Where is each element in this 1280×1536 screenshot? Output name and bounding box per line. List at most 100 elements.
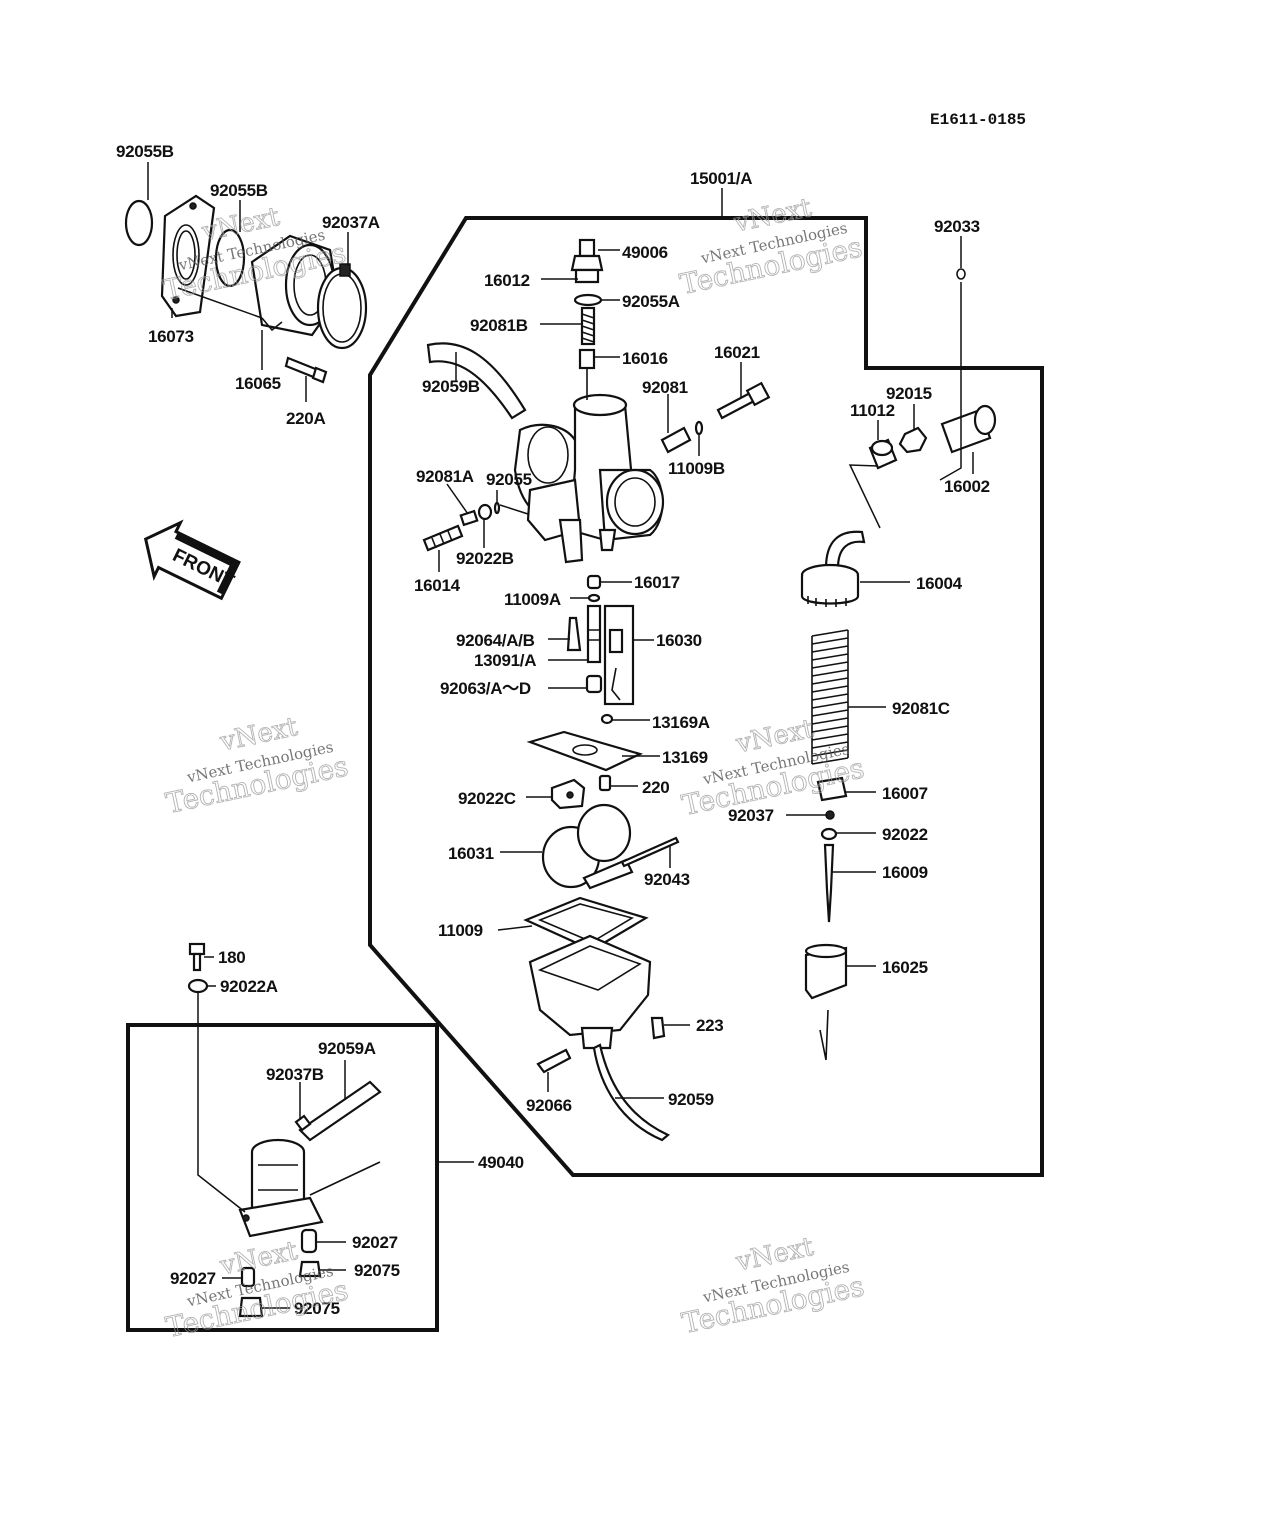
cap-92075-second-icon [238, 1296, 264, 1318]
cap-49006-icon [570, 238, 604, 284]
oring-92055a-icon [573, 293, 603, 307]
label-92064: 92064/A/B [456, 631, 535, 650]
label-16014: 16014 [414, 576, 461, 595]
stopper-16002-icon [940, 404, 997, 454]
spring-92081a-icon [459, 509, 479, 527]
label-15001a: 15001/A [690, 169, 752, 188]
label-92055: 92055 [486, 470, 532, 489]
main-jet-92063-icon [585, 674, 603, 694]
watermark-middle-left: vNext vNext Technologies Technologies [162, 711, 351, 820]
fuel-pump-assembly-frame [126, 1023, 439, 1332]
label-16073: 16073 [148, 327, 194, 346]
jet-needle-16009-icon [823, 843, 835, 923]
screw-223-icon [650, 1016, 666, 1040]
label-92037b: 92037B [266, 1065, 324, 1084]
washer-92022a-icon [187, 978, 209, 994]
label-92033: 92033 [934, 217, 980, 236]
label-92027-second: 92027 [170, 1269, 216, 1288]
label-92075: 92075 [354, 1261, 400, 1280]
float-16031-icon [541, 803, 634, 890]
label-92022b: 92022B [456, 549, 514, 568]
label-92027: 92027 [352, 1233, 398, 1252]
throttle-stop-screw-16021-icon [716, 381, 771, 420]
bolt-180-icon [188, 942, 206, 972]
label-11009: 11009 [438, 921, 483, 940]
cap-16004-icon [800, 530, 866, 607]
cap-92075-icon [298, 1260, 322, 1278]
fitting-92027-icon [300, 1228, 318, 1254]
label-11009b: 11009B [668, 459, 725, 478]
label-11009a: 11009A [504, 590, 561, 609]
oring-92055b-second-icon [214, 228, 246, 288]
label-16021: 16021 [714, 343, 760, 362]
drain-tube-92059-icon [592, 1043, 671, 1142]
label-13169: 13169 [662, 748, 708, 767]
pilot-screw-16014-icon [422, 524, 464, 552]
label-13169a: 13169A [652, 713, 710, 732]
label-16031: 16031 [448, 844, 494, 863]
screw-220-icon [598, 774, 612, 792]
hose-92059a-icon [298, 1080, 382, 1142]
label-49006: 49006 [622, 243, 668, 262]
clip-92033-icon [956, 268, 966, 280]
label-16017: 16017 [634, 573, 680, 592]
watermark-top-right: vNext vNext Technologies Technologies [676, 192, 865, 301]
label-16002: 16002 [944, 477, 990, 496]
plug-16017-icon [586, 574, 602, 590]
oring-11009b-icon [694, 420, 704, 436]
label-92055b-second: 92055B [210, 181, 268, 200]
label-220a: 220A [286, 409, 325, 428]
screw-220a-icon [284, 356, 328, 384]
clip-92037-icon [825, 810, 835, 820]
label-180: 180 [218, 948, 245, 967]
label-16030: 16030 [656, 631, 702, 650]
pilot-jet-92064-icon [566, 616, 582, 652]
label-16016: 16016 [622, 349, 668, 368]
label-92081: 92081 [642, 378, 688, 397]
drain-screw-92066-icon [536, 1048, 572, 1074]
spring-92081b-icon [580, 306, 596, 346]
label-92059a: 92059A [318, 1039, 376, 1058]
label-16009: 16009 [882, 863, 928, 882]
label-92075-second: 92075 [294, 1299, 340, 1318]
clamp-92037a-icon [316, 263, 368, 350]
oring-11009a-icon [587, 593, 601, 603]
needle-jet-13091-icon [586, 604, 602, 664]
plunger-16016-icon [578, 348, 596, 400]
clip-13169a-icon [600, 713, 614, 725]
collar-11012-icon [868, 438, 898, 470]
carburetor-assembly-frame [368, 216, 1044, 1177]
label-92066: 92066 [526, 1096, 572, 1115]
label-92081c: 92081C [892, 699, 950, 718]
label-16004: 16004 [916, 574, 963, 593]
label-49040: 49040 [478, 1153, 524, 1172]
float-valve-kit-16030-frame [603, 604, 635, 706]
label-92081b: 92081B [470, 316, 528, 335]
fuel-pump-icon [238, 1138, 324, 1238]
label-16007: 16007 [882, 784, 928, 803]
throttle-valve-16025-icon [804, 943, 848, 1000]
holder-16007-icon [816, 776, 848, 802]
label-92022: 92022 [882, 825, 928, 844]
bracket-92022c-icon [550, 778, 586, 810]
float-bowl-icon [528, 934, 652, 1050]
label-223: 223 [696, 1016, 723, 1035]
label-16065: 16065 [235, 374, 281, 393]
label-16025: 16025 [882, 958, 928, 977]
gasket-11009-icon [523, 896, 649, 952]
label-13091: 13091/A [474, 651, 536, 670]
label-92055a: 92055A [622, 292, 680, 311]
plate-13169-icon [526, 730, 644, 772]
label-92059b: 92059B [422, 377, 480, 396]
pin-92043-icon [620, 836, 680, 868]
leader-lines [147, 162, 974, 1309]
front-arrow-icon: FRONT [143, 519, 241, 601]
label-11012: 11012 [850, 401, 895, 420]
label-220: 220 [642, 778, 669, 797]
washer-92022-icon [820, 827, 838, 841]
carburetor-body-icon [426, 342, 665, 564]
part-labels: 15001/A 49006 16012 92055A 92081B 16016 … [116, 142, 990, 1318]
washer-92022b-icon [477, 503, 493, 521]
label-92015: 92015 [886, 384, 932, 403]
